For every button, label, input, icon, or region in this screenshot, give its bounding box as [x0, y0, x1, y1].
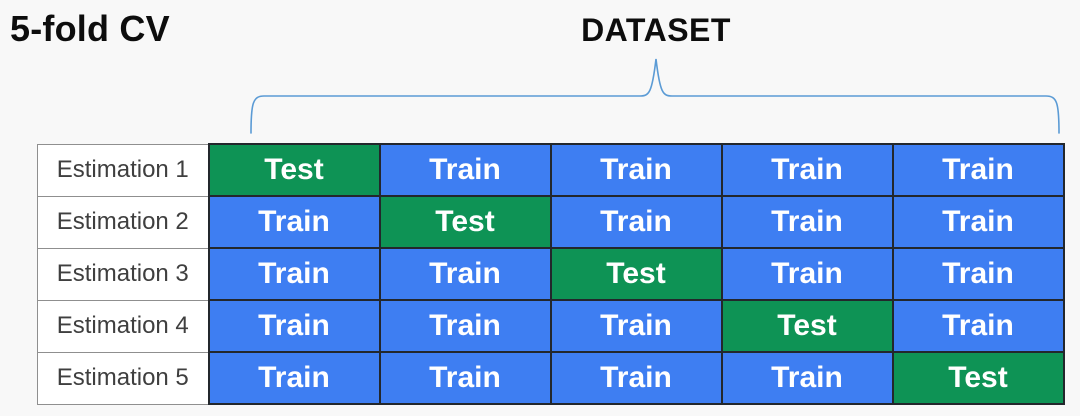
fold-cell: Train [891, 247, 1065, 301]
fold-cell: Train [720, 195, 894, 249]
fold-cell: Test [549, 247, 723, 301]
fold-cell: Train [207, 247, 381, 301]
fold-cell: Test [891, 351, 1065, 405]
fold-cell: Test [207, 143, 381, 197]
fold-cell: Train [891, 143, 1065, 197]
fold-cell: Train [549, 351, 723, 405]
fold-cell: Train [378, 351, 552, 405]
fold-cell: Train [549, 299, 723, 353]
table-row: Estimation 5 Train Train Train Train Tes… [37, 351, 1065, 405]
brace-path [250, 58, 1060, 134]
fold-cell: Train [891, 195, 1065, 249]
fold-cell: Train [207, 351, 381, 405]
table-row: Estimation 4 Train Train Train Test Trai… [37, 299, 1065, 353]
fold-cell: Test [378, 195, 552, 249]
row-label: Estimation 5 [37, 351, 209, 405]
fold-cell: Train [720, 143, 894, 197]
diagram-title: 5-fold CV [10, 8, 170, 49]
fold-cell: Train [207, 195, 381, 249]
fold-cell: Train [378, 143, 552, 197]
fold-cell: Train [891, 299, 1065, 353]
fold-cell: Train [378, 247, 552, 301]
dataset-label: DATASET [581, 12, 731, 48]
fold-cell: Train [549, 143, 723, 197]
cv-table: Estimation 1 Test Train Train Train Trai… [37, 143, 1065, 405]
row-label: Estimation 4 [37, 299, 209, 353]
table-row: Estimation 1 Test Train Train Train Trai… [37, 143, 1065, 197]
table-row: Estimation 2 Train Test Train Train Trai… [37, 195, 1065, 249]
fold-cell: Train [207, 299, 381, 353]
fold-cell: Train [549, 195, 723, 249]
row-label: Estimation 1 [37, 143, 209, 197]
fold-cell: Train [720, 351, 894, 405]
table-row: Estimation 3 Train Train Test Train Trai… [37, 247, 1065, 301]
fold-cell: Test [720, 299, 894, 353]
row-label: Estimation 3 [37, 247, 209, 301]
row-label: Estimation 2 [37, 195, 209, 249]
fold-cell: Train [378, 299, 552, 353]
fold-cell: Train [720, 247, 894, 301]
